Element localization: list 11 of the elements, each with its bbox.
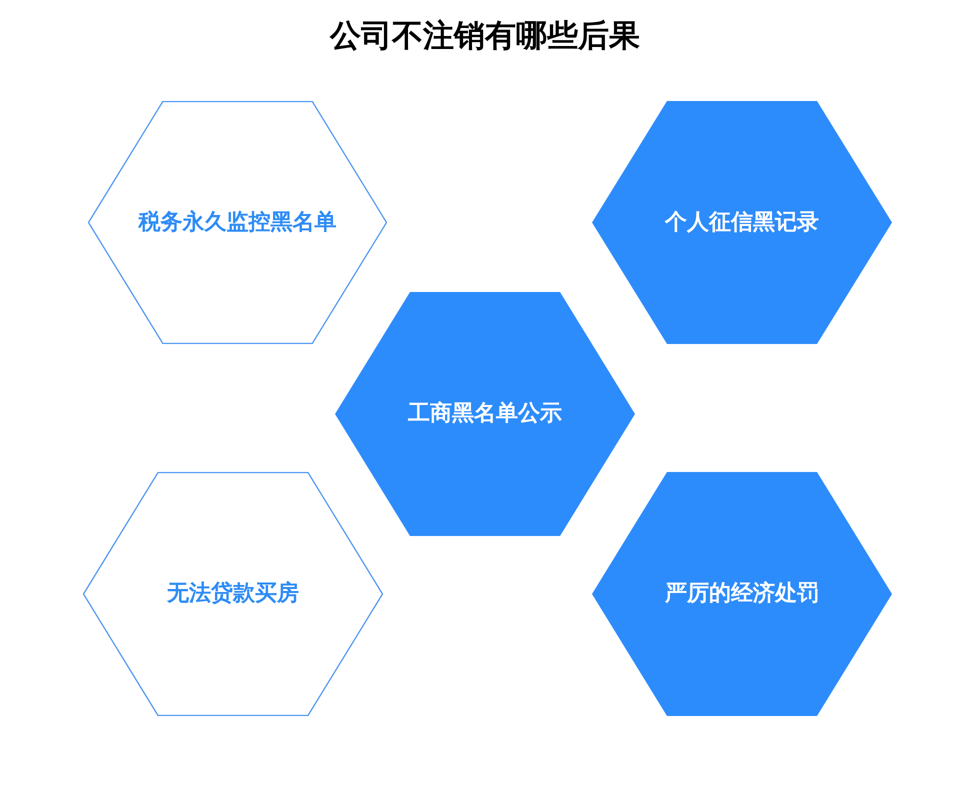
hexagon bbox=[592, 472, 892, 716]
hexagon-label: 严厉的经济处罚 bbox=[665, 580, 819, 608]
hexagon-label: 工商黑名单公示 bbox=[408, 400, 562, 428]
hexagon-label: 无法贷款买房 bbox=[167, 580, 299, 608]
hexagon bbox=[335, 292, 635, 536]
hexagon bbox=[83, 472, 383, 716]
hexagon bbox=[88, 101, 387, 344]
hexagon-label: 个人征信黑记录 bbox=[665, 208, 819, 236]
title: 公司不注销有哪些后果 bbox=[330, 17, 640, 56]
hexagon-label: 税务永久监控黑名单 bbox=[138, 208, 336, 236]
hexagon bbox=[592, 101, 892, 344]
